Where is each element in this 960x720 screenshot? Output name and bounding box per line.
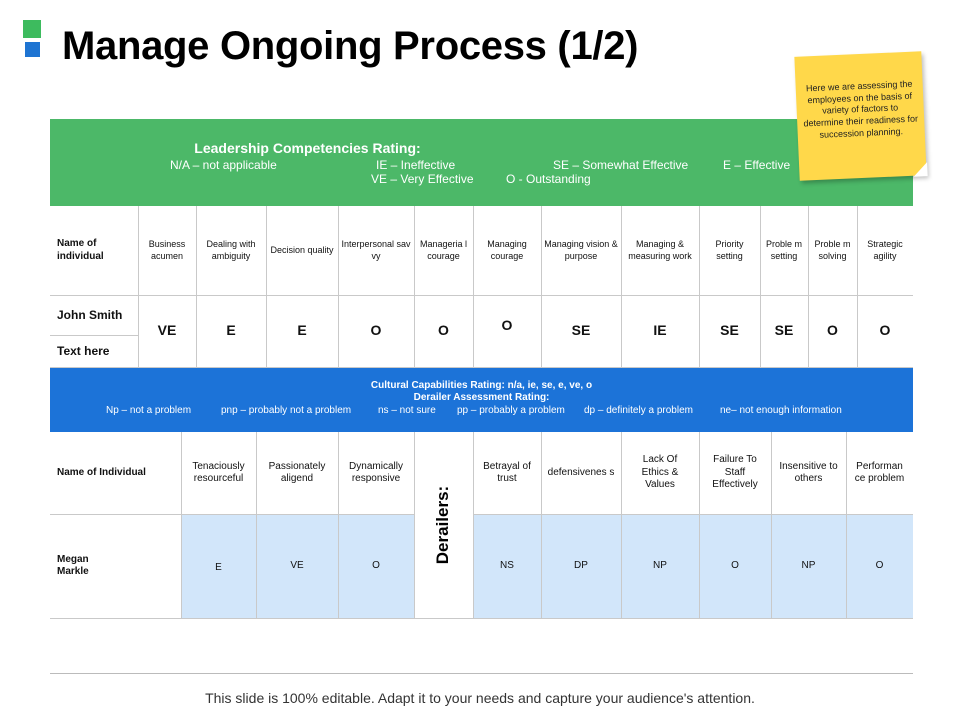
values-background — [181, 514, 414, 618]
column-header: Managing & measuring work — [628, 239, 692, 261]
column-header: Managing vision & purpose — [544, 239, 618, 261]
derailer-header: defensivenes s — [547, 466, 615, 478]
sticky-note-fold — [913, 162, 928, 177]
derailer-values-background — [473, 514, 913, 618]
rating-cell: O — [827, 322, 838, 339]
derailer-value-cell: DP — [574, 559, 588, 571]
derailer-value-cell: NP — [801, 559, 816, 571]
legend-o: O - Outstanding — [506, 172, 591, 186]
legend-e: E – Effective — [723, 158, 791, 172]
value-cell: VE — [290, 559, 304, 571]
derailer-heading: Derailer Assessment Rating: — [413, 392, 550, 403]
column-header: Strategic agility — [867, 239, 903, 261]
derailer-value-cell: O — [731, 559, 739, 571]
rating-cell: IE — [653, 322, 667, 339]
derailers-label: Derailers: — [433, 485, 453, 565]
derailer-value-cell: O — [875, 559, 884, 571]
rating-cell: E — [226, 322, 236, 339]
cultural-heading: Cultural Capabilities Rating: n/a, ie, s… — [370, 380, 593, 391]
page-title: Manage Ongoing Process (1/2) — [62, 24, 639, 68]
derailers-label-cell: Derailers: — [414, 432, 473, 618]
rating-cell: SE — [774, 322, 794, 339]
sticky-note-text: Here we are assessing the employees on t… — [803, 78, 919, 140]
derailer-header: Failure To Staff Effectively — [712, 454, 758, 491]
legend-ns: ns – not sure — [378, 405, 436, 416]
column-header: Dealing with ambiguity — [206, 239, 256, 261]
column-header: Proble m setting — [765, 239, 802, 261]
derailer-header: Betrayal of trust — [483, 460, 531, 485]
rating-cell: SE — [720, 322, 739, 339]
column-header: Interpersonal sav vy — [341, 239, 411, 261]
derailer-header: Lack Of Ethics & Values — [641, 454, 679, 491]
column-header: Managing courage — [487, 239, 527, 261]
name-of-individual-header: Name of individual — [57, 238, 104, 262]
legend-ve: VE – Very Effective — [371, 172, 474, 186]
capability-header: Tenaciously resourceful — [192, 460, 245, 485]
person-name-2: Megan Markle — [57, 553, 89, 578]
person-name-placeholder[interactable]: Text here — [57, 343, 110, 358]
legend-pnp: pnp – probably not a problem — [221, 405, 352, 416]
leadership-rating-band: Leadership Competencies Rating: N/A – no… — [50, 119, 913, 206]
legend-se: SE – Somewhat Effective — [553, 158, 689, 172]
rating-cell: O — [879, 322, 891, 339]
derailer-value-cell: NP — [653, 559, 667, 571]
value-cell: E — [215, 561, 222, 573]
legend-ie: IE – Ineffective — [376, 158, 456, 172]
person-name: John Smith — [57, 307, 123, 322]
legend-np: Np – not a problem — [106, 405, 192, 416]
column-header: Manageria l courage — [419, 239, 468, 261]
capability-header: Dynamically responsive — [349, 460, 403, 485]
decorative-green-square — [23, 20, 41, 38]
value-cell: O — [372, 559, 380, 571]
derailer-value-cell: NS — [500, 559, 514, 571]
derailer-header: Performan ce problem — [854, 460, 905, 485]
column-header: Business acumen — [148, 239, 186, 261]
legend-dp: dp – definitely a problem — [584, 405, 693, 416]
cultural-rating-band: Cultural Capabilities Rating: n/a, ie, s… — [50, 368, 913, 432]
rating-cell: O — [501, 317, 513, 334]
name-of-individual-header-2: Name of Individual — [57, 466, 146, 478]
decorative-blue-square — [25, 42, 40, 57]
capability-header: Passionately aligend — [268, 460, 326, 485]
rating-cell: E — [297, 322, 307, 339]
column-header: Proble m solving — [814, 239, 851, 261]
leadership-heading: Leadership Competencies Rating: — [194, 140, 421, 156]
footer-divider — [50, 673, 913, 674]
sticky-note: Here we are assessing the employees on t… — [794, 51, 928, 181]
legend-na: N/A – not applicable — [170, 158, 277, 172]
rating-cell: O — [438, 322, 449, 339]
legend-ne: ne– not enough information — [720, 405, 842, 416]
rating-cell: VE — [157, 322, 177, 339]
column-header: Decision quality — [270, 244, 334, 255]
footer-text: This slide is 100% editable. Adapt it to… — [205, 690, 755, 706]
rating-cell: SE — [571, 322, 591, 339]
legend-pp: pp – probably a problem — [457, 405, 565, 416]
column-header: Priority setting — [715, 239, 744, 261]
derailer-header: Insensitive to others — [779, 460, 838, 485]
rating-cell: O — [370, 322, 382, 339]
